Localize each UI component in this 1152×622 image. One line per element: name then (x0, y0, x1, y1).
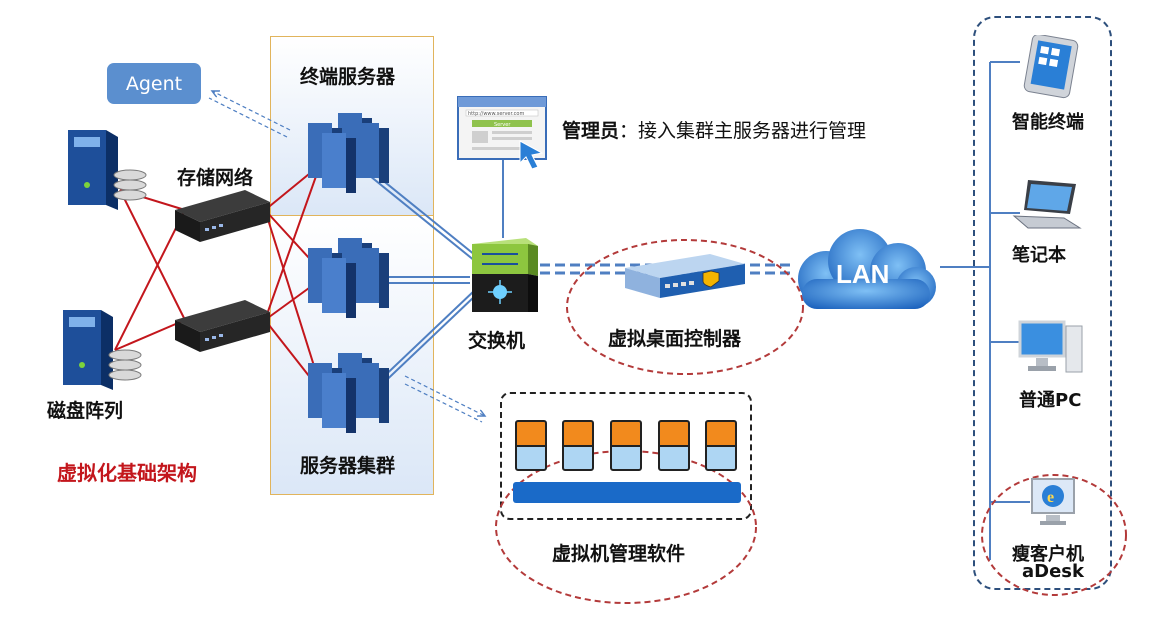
vm-unit (610, 420, 642, 471)
vm-software-label: 虚拟机管理软件 (552, 543, 686, 565)
svg-text:e: e (1047, 489, 1054, 506)
network-storage-icon (175, 300, 270, 352)
client-panel (973, 16, 1112, 590)
server-cluster-label: 服务器集群 (300, 455, 396, 477)
browser-url: http://www.server.com (468, 111, 524, 117)
network-storage-icon (175, 190, 270, 242)
tablet-icon (1023, 35, 1079, 99)
agent-box: Agent (107, 63, 201, 104)
mouse-cursor-icon (519, 140, 544, 170)
client-label-thin-client: 瘦客户机 (1012, 544, 1084, 565)
cloud-icon: LAN (798, 229, 936, 309)
controller-appliance-icon (625, 254, 745, 298)
diagram-title: 虚拟化基础架构 (57, 461, 197, 485)
vm-unit (658, 420, 690, 471)
server-rack-icon (308, 113, 389, 193)
vd-controller-label: 虚拟桌面控制器 (608, 328, 742, 350)
storage-network-label: 存储网络 (177, 167, 254, 189)
server-rack-icon (308, 353, 389, 433)
client-label-pc: 普通PC (1019, 390, 1082, 411)
vm-hypervisor-bar (513, 482, 741, 503)
switch-icon (472, 238, 538, 312)
client-label-smart-terminal: 智能终端 (1012, 112, 1084, 133)
browser-window-icon: http://www.server.com Server (457, 96, 547, 170)
vm-software-panel (500, 392, 752, 520)
browser-tab-text: Server (494, 122, 511, 128)
lan-label: LAN (836, 259, 889, 289)
storage-links (114, 164, 321, 391)
client-label-adesk: aDesk (1022, 561, 1084, 582)
disk-stack-icon (108, 349, 142, 381)
vm-unit (515, 420, 547, 471)
admin-label: 管理员：接入集群主服务器进行管理 (562, 116, 866, 143)
thin-client-icon: e (1031, 478, 1075, 525)
vm-unit (705, 420, 737, 471)
admin-label-bold: 管理员 (562, 120, 620, 142)
client-label-laptop: 笔记本 (1012, 245, 1066, 266)
server-tower-icon (63, 310, 142, 390)
switch-links (369, 61, 1030, 560)
desktop-pc-icon (1018, 320, 1083, 373)
terminal-server-label: 终端服务器 (300, 66, 396, 88)
vm-unit (562, 420, 594, 471)
disk-array-label: 磁盘阵列 (47, 400, 124, 422)
server-tower-icon (68, 130, 147, 210)
laptop-icon (1012, 180, 1082, 229)
arrow-links (208, 91, 485, 423)
admin-desc: ：接入集群主服务器进行管理 (619, 120, 867, 142)
disk-stack-icon (113, 169, 147, 201)
server-rack-icon (308, 238, 389, 318)
switch-label: 交换机 (468, 330, 526, 352)
